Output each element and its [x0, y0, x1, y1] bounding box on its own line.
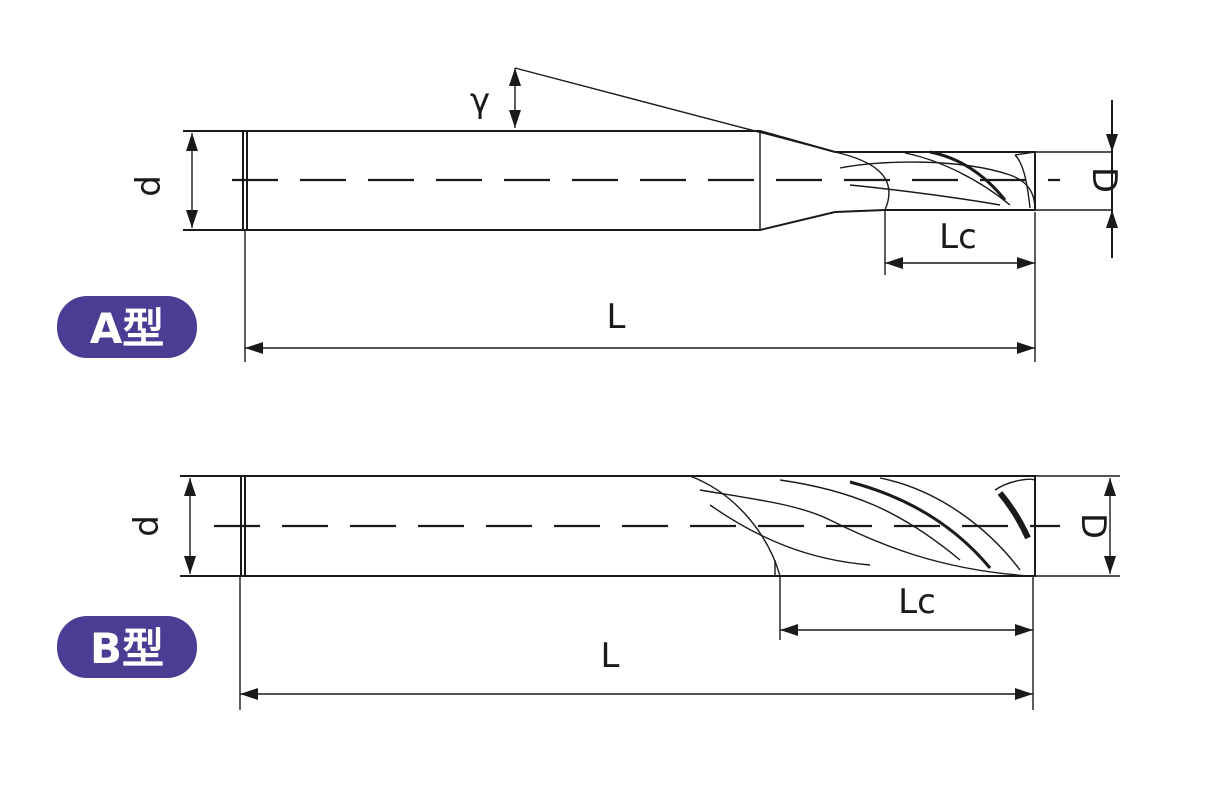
type-a-drawing: γ d D Lc L: [129, 67, 1124, 362]
type-a-gamma-line: [514, 67, 836, 153]
type-b-lc-label: Lc: [898, 582, 936, 622]
type-a-gamma-arrow-top: [509, 68, 521, 86]
type-a-gamma-arrow-bottom: [509, 110, 521, 128]
type-a-badge: A型: [57, 296, 197, 358]
type-a-d-label: d: [129, 175, 169, 197]
type-a-badge-label: A型: [90, 304, 165, 353]
type-a-D-label: D: [1084, 167, 1124, 193]
type-b-badge: B型: [57, 616, 197, 678]
type-a-l-label: L: [607, 297, 626, 337]
type-b-l-label: L: [601, 636, 620, 676]
type-b-d-label: d: [127, 515, 167, 537]
type-b-drawing: d D Lc L: [127, 475, 1120, 710]
type-a-gamma-label: γ: [470, 81, 490, 121]
type-a-flutes: [834, 150, 1036, 211]
type-a-lc-label: Lc: [939, 217, 977, 257]
type-b-badge-label: B型: [90, 624, 164, 673]
type-b-D-label: D: [1073, 513, 1113, 539]
type-b-flutes: [689, 475, 1036, 577]
